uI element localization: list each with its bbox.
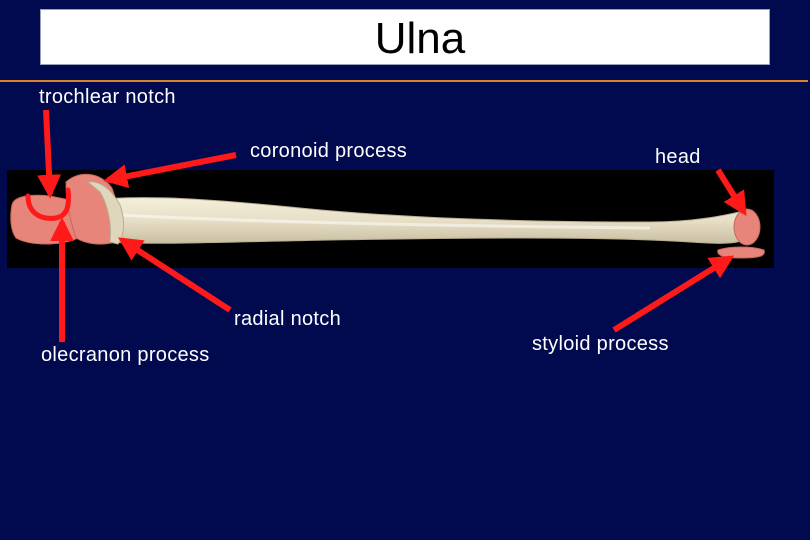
ulna-head: [733, 208, 761, 246]
shaft-highlight: [119, 213, 651, 230]
title-underline: [0, 80, 808, 82]
label-trochlear-notch: trochlear notch: [39, 86, 176, 108]
label-coronoid-process: coronoid process: [250, 140, 408, 162]
label-styloid-process: styloid process: [532, 333, 669, 355]
arrow-coronoid-process: [103, 152, 237, 189]
arrow-styloid-process: [612, 255, 735, 333]
label-radial-notch: radial notch: [234, 308, 341, 330]
arrow-head: [715, 168, 747, 217]
styloid-region: [717, 246, 765, 259]
proximal-bone: [86, 181, 125, 245]
arrow-trochlear-notch: [37, 109, 62, 199]
label-head: head: [655, 146, 701, 168]
title-box: Ulna: [40, 9, 770, 65]
label-olecranon-process: olecranon process: [41, 344, 210, 366]
slide-title: Ulna: [374, 14, 466, 63]
arrow-radial-notch: [117, 237, 232, 313]
